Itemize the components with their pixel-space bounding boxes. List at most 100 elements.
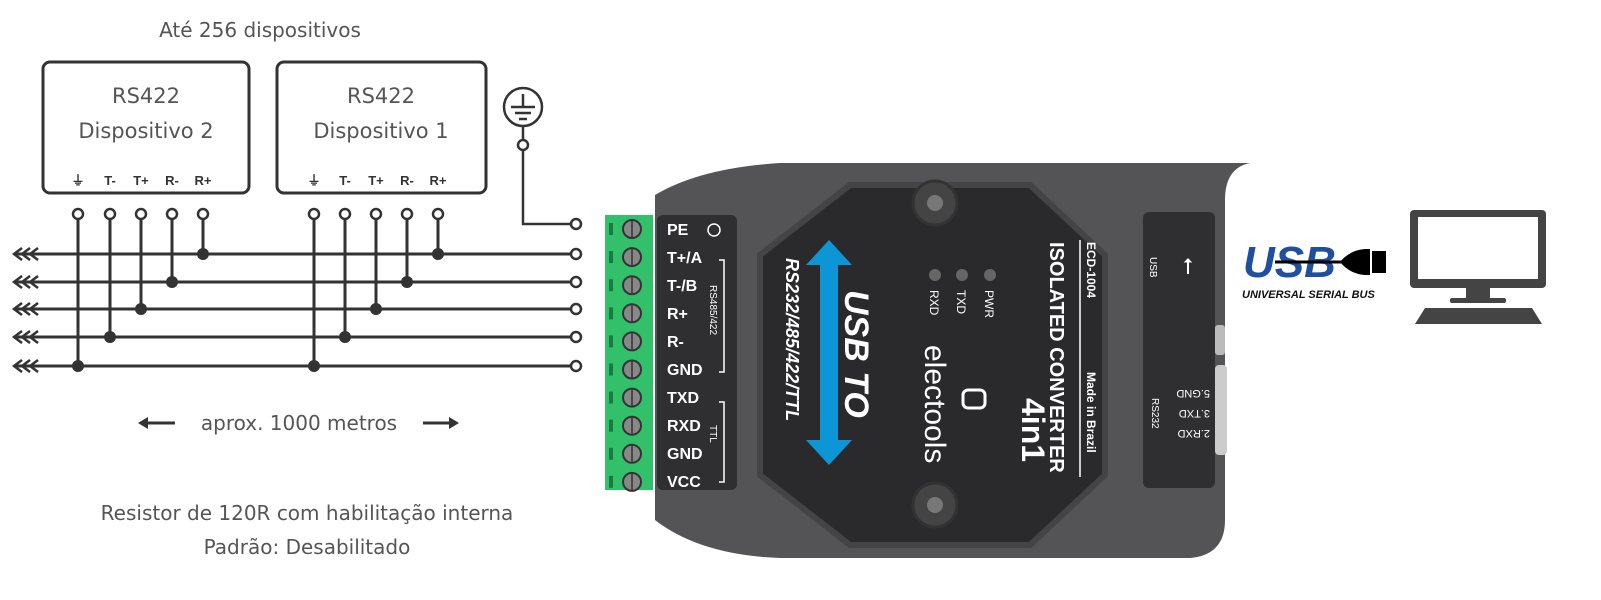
led-label: PWR — [982, 290, 996, 318]
device-pin — [103, 207, 117, 221]
model-number: ECD-1004 — [1084, 242, 1098, 298]
terminal-label: T+/A — [667, 250, 703, 267]
rs232-pin: 5.GND — [1176, 387, 1210, 399]
terminal-slot — [609, 335, 613, 348]
terminal-label: RXD — [667, 418, 701, 435]
converter-title: USB TO — [837, 290, 875, 418]
pin-label: R+ — [195, 173, 212, 188]
led-pwr — [984, 269, 996, 281]
device-name: Dispositivo 1 — [313, 119, 448, 143]
earth-ground-icon — [502, 86, 583, 231]
pin-label: T- — [339, 173, 351, 188]
pin-label: T- — [104, 173, 116, 188]
pin-label: T+ — [368, 173, 384, 188]
terminal-label: T-/B — [667, 278, 697, 295]
terminal-label: TXD — [667, 390, 699, 407]
terminal-slot — [609, 363, 613, 376]
bidirectional-arrow-icon — [806, 240, 852, 465]
device-pin — [196, 207, 210, 221]
usb-logo: USB UNIVERSAL SERIAL BUS — [1242, 238, 1386, 301]
terminal-label: GND — [667, 362, 703, 379]
usb-tagline: UNIVERSAL SERIAL BUS — [1242, 289, 1376, 301]
pin-label: R- — [400, 173, 414, 188]
pin-label: R- — [165, 173, 179, 188]
device-name: Dispositivo 2 — [78, 119, 213, 143]
device-pin — [431, 207, 445, 221]
terminal-slot — [609, 391, 613, 404]
brand-icon — [961, 388, 987, 410]
rs232-pin: 2.RXD — [1178, 427, 1210, 439]
terminal-slot — [609, 279, 613, 292]
origin-label: Made in Brazil — [1084, 372, 1098, 453]
resistor-default: Padrão: Desabilitado — [204, 535, 411, 559]
distance-label: aprox. 1000 metros — [201, 411, 397, 435]
ground-pin-label: ⏚ — [307, 173, 320, 188]
brand-logo: electools — [918, 345, 951, 463]
wire-terminal — [569, 275, 583, 289]
led-txd — [956, 269, 968, 281]
terminal-slot — [609, 475, 613, 488]
junction-dot — [135, 303, 147, 315]
terminal-label: GND — [667, 446, 703, 463]
pin-label: T+ — [133, 173, 149, 188]
continuation-arrow-icon — [11, 330, 39, 344]
led-label: RXD — [927, 290, 941, 316]
wire-terminal — [569, 330, 583, 344]
led-label: TXD — [954, 290, 968, 314]
rs232-pin: 3.TXD — [1179, 407, 1210, 419]
device-1: RS422 Dispositivo 1 ⏚ T- T+ R- R+ — [275, 60, 488, 195]
device-pin — [134, 207, 148, 221]
terminal-slot — [609, 223, 613, 235]
usb-port-label: USB — [1147, 257, 1158, 278]
usb-symbol-icon: ⭠ — [1177, 257, 1202, 275]
device-pin — [307, 207, 321, 221]
pe-ground-icon — [707, 223, 721, 237]
terminal-slot — [609, 307, 613, 320]
device-pin — [71, 207, 85, 221]
wire-terminal — [569, 359, 583, 373]
terminal-label: R+ — [667, 306, 688, 323]
junction-dot — [308, 360, 320, 372]
distance-indicator: aprox. 1000 metros — [138, 411, 459, 435]
rs232-label: RS232 — [1149, 398, 1160, 429]
terminal-label: R- — [667, 334, 684, 351]
junction-dot — [339, 331, 351, 343]
computer-icon — [1410, 210, 1546, 324]
terminal-label: PE — [667, 222, 689, 239]
device-protocol: RS422 — [112, 84, 180, 108]
wire-terminal — [569, 247, 583, 261]
terminal-slot — [609, 419, 613, 432]
converter-device: PE T+/A T-/B R+ R- GND TXD RXD GND VCC R… — [605, 163, 1250, 558]
junction-dot — [197, 248, 209, 260]
continuation-arrow-icon — [11, 275, 39, 289]
product-name: ISOLATED CONVERTER — [1045, 242, 1067, 473]
terminal-slot — [609, 447, 613, 460]
rs485-group-label: RS485/422 — [707, 285, 718, 335]
resistor-note: Resistor de 120R com habilitação interna — [101, 501, 514, 525]
ttl-group-label: TTL — [707, 425, 718, 443]
terminal-label: VCC — [667, 474, 701, 491]
device-pin — [400, 207, 414, 221]
continuation-arrow-icon — [11, 247, 39, 261]
bus-wires — [11, 207, 583, 373]
junction-dot — [432, 248, 444, 260]
diagram-title: Até 256 dispositivos — [159, 18, 361, 42]
wire-terminal — [569, 302, 583, 316]
junction-dot — [166, 276, 178, 288]
junction-dot — [370, 303, 382, 315]
device-protocol: RS422 — [347, 84, 415, 108]
junction-dot — [72, 360, 84, 372]
device-pin — [369, 207, 383, 221]
continuation-arrow-icon — [11, 302, 39, 316]
device-2: RS422 Dispositivo 2 ⏚ T- T+ R- R+ — [41, 60, 251, 195]
junction-dot — [401, 276, 413, 288]
device-pin — [165, 207, 179, 221]
ground-pin-label: ⏚ — [71, 173, 84, 188]
converter-subtitle: RS232/485/422/TTL — [782, 258, 802, 421]
continuation-arrow-icon — [11, 359, 39, 373]
pin-label: R+ — [430, 173, 447, 188]
terminal-slot — [609, 251, 613, 264]
junction-dot — [104, 331, 116, 343]
device-pin — [338, 207, 352, 221]
